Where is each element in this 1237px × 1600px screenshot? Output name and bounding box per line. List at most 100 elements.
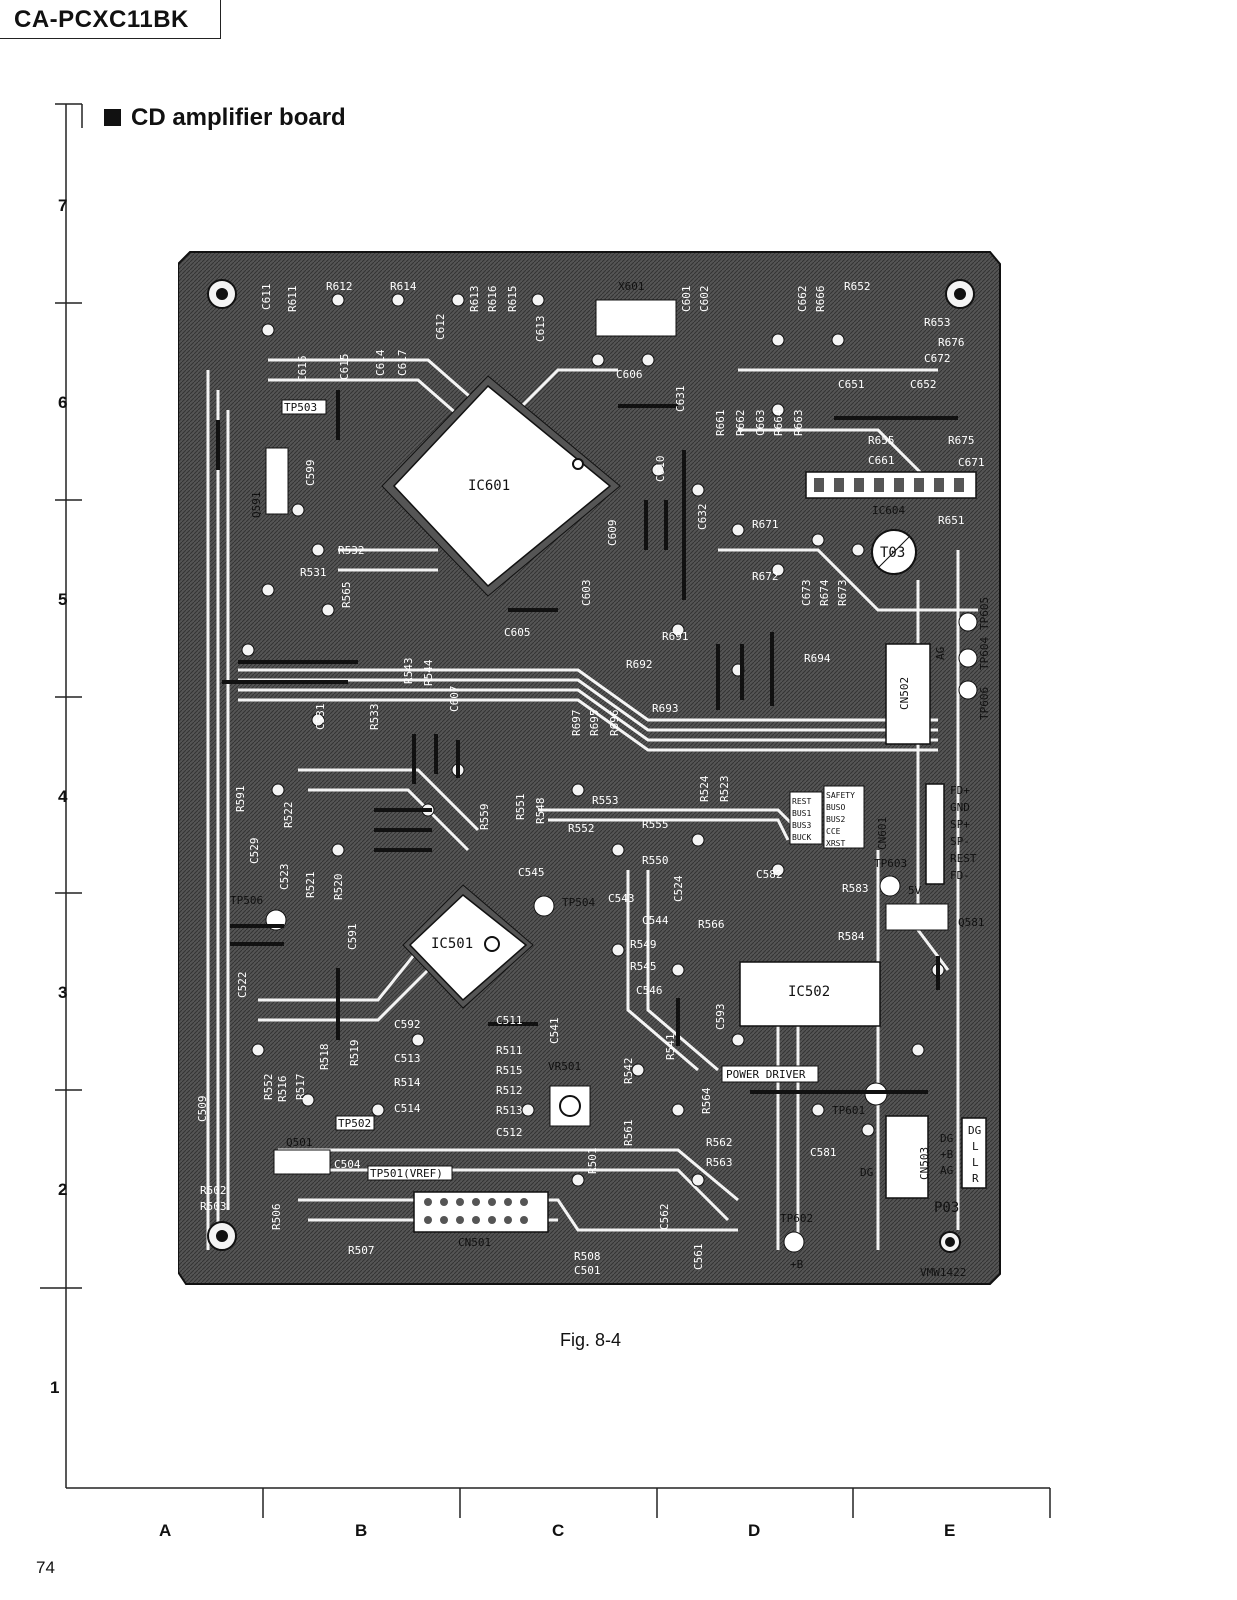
svg-text:Q581: Q581 <box>958 916 985 929</box>
part-label-c617: C617 <box>396 350 409 377</box>
figure-caption: Fig. 8-4 <box>560 1330 622 1350</box>
part-label-r513: R513 <box>496 1104 523 1117</box>
cn503-r-1: DG <box>968 1124 981 1137</box>
tp606-label: TP606 <box>978 687 991 720</box>
jumper-wires <box>216 390 958 1094</box>
part-label-c531: C531 <box>314 704 327 731</box>
cn601-pin-6: FD- <box>950 869 970 882</box>
part-label-c607: C607 <box>448 686 461 713</box>
svg-text:T03: T03 <box>880 545 905 561</box>
testpoint-5v-icon <box>879 875 901 897</box>
plus-b-label: +B <box>790 1258 804 1271</box>
part-label-c562: C562 <box>658 1204 671 1231</box>
ic502-label: IC502 <box>788 984 830 1000</box>
connector-cn601: CN601 FD+ GND SP+ SP- REST FD- <box>876 783 977 885</box>
part-label-r675: R675 <box>948 434 975 447</box>
part-label-r697: R697 <box>570 710 583 737</box>
part-label-c501: C501 <box>574 1264 601 1277</box>
cn503-pin-ag: AG <box>940 1164 953 1177</box>
part-label-r533: R533 <box>368 704 381 731</box>
transistor-q591: Q591 <box>250 447 289 519</box>
part-label-r518: R518 <box>318 1044 331 1071</box>
part-label-c593: C593 <box>714 1004 727 1031</box>
tp602-label: TP602 <box>780 1212 813 1225</box>
svg-text:BUS1: BUS1 <box>792 809 811 818</box>
part-label-r521: R521 <box>304 872 317 899</box>
part-label-r694: R694 <box>804 652 831 665</box>
part-label-r583: R583 <box>842 882 869 895</box>
cn503-r-3: L <box>972 1156 979 1169</box>
page-number: 74 <box>36 1558 55 1577</box>
part-label-r613: R613 <box>468 286 481 313</box>
col-label-a: A <box>159 1521 172 1540</box>
part-label-c543: C543 <box>608 892 635 905</box>
part-label-c609: C609 <box>606 520 619 547</box>
svg-text:Q501: Q501 <box>286 1136 313 1149</box>
col-label-d: D <box>748 1521 761 1540</box>
part-label-r542: R542 <box>622 1058 635 1085</box>
part-label-c632: C632 <box>696 504 709 531</box>
part-label-r503: R503 <box>200 1200 227 1213</box>
col-label-e: E <box>944 1521 956 1540</box>
part-label-c616: C616 <box>296 356 309 383</box>
part-label-r563: R563 <box>706 1156 733 1169</box>
part-label-r671: R671 <box>752 518 779 531</box>
part-label-c612: C612 <box>434 314 447 341</box>
part-label-c523: C523 <box>278 864 291 891</box>
svg-text:BUCK: BUCK <box>792 833 811 842</box>
part-label-c672: C672 <box>924 352 951 365</box>
part-label-r551: R551 <box>514 794 527 821</box>
tp501-label: TP501(VREF) <box>370 1167 443 1180</box>
part-label-r544: R544 <box>422 659 435 686</box>
part-label-r695: R695 <box>588 710 601 737</box>
part-label-r559: R559 <box>478 804 491 831</box>
cn601-pin-4: SP- <box>950 835 970 848</box>
svg-text:Q591: Q591 <box>250 492 263 519</box>
col-label-c: C <box>552 1521 565 1540</box>
part-label-c631: C631 <box>674 386 687 413</box>
part-label-r655: R655 <box>868 434 895 447</box>
cn503-r-2: L <box>972 1140 979 1153</box>
row-label-2: 2 <box>58 1180 68 1199</box>
svg-text:CCE: CCE <box>826 827 841 836</box>
part-label-r615: R615 <box>506 286 519 313</box>
part-label-r553: R553 <box>592 794 619 807</box>
ic604-chip: IC604 <box>805 471 977 517</box>
testpoint-plusb-icon <box>783 1231 805 1253</box>
part-label-r562: R562 <box>706 1136 733 1149</box>
row-label-3: 3 <box>58 983 68 1002</box>
svg-text:CN601: CN601 <box>876 817 889 850</box>
part-label-c591: C591 <box>346 924 359 951</box>
part-label-c561: C561 <box>692 1244 705 1271</box>
part-label-r514: R514 <box>394 1076 421 1089</box>
svg-text:CN503: CN503 <box>918 1147 931 1180</box>
part-label-r519: R519 <box>348 1040 361 1067</box>
board-code: VMW1422 <box>920 1266 966 1279</box>
part-label-r566: R566 <box>698 918 725 931</box>
part-label-r691: R691 <box>662 630 689 643</box>
cn601-pin-1: FD+ <box>950 784 970 797</box>
part-label-r653: R653 <box>924 316 951 329</box>
dg-label: DG <box>860 1166 873 1179</box>
testpoint-tp604-icon <box>958 648 978 668</box>
part-label-c661: C661 <box>868 454 895 467</box>
part-label-c581: C581 <box>810 1146 837 1159</box>
cn503-pin-dg: DG <box>940 1132 953 1145</box>
ic502-chip: IC502 <box>739 961 881 1027</box>
part-label-r531: R531 <box>300 566 327 579</box>
cn601-pin-5: REST <box>950 852 977 865</box>
part-label-c602: C602 <box>698 286 711 313</box>
part-label-r651: R651 <box>938 514 965 527</box>
part-label-r661: R661 <box>714 410 727 437</box>
part-label-c614: C614 <box>374 349 387 376</box>
part-label-c513: C513 <box>394 1052 421 1065</box>
part-label-r506: R506 <box>270 1204 283 1231</box>
part-label-r673: R673 <box>836 580 849 607</box>
part-label-r511: R511 <box>496 1044 523 1057</box>
part-label-r515: R515 <box>496 1064 523 1077</box>
part-label-r516: R516 <box>276 1076 289 1103</box>
section-title: CD amplifier board <box>104 104 346 132</box>
cn503-pin-b: +B <box>940 1148 954 1161</box>
tp506-label: TP506 <box>230 894 263 907</box>
